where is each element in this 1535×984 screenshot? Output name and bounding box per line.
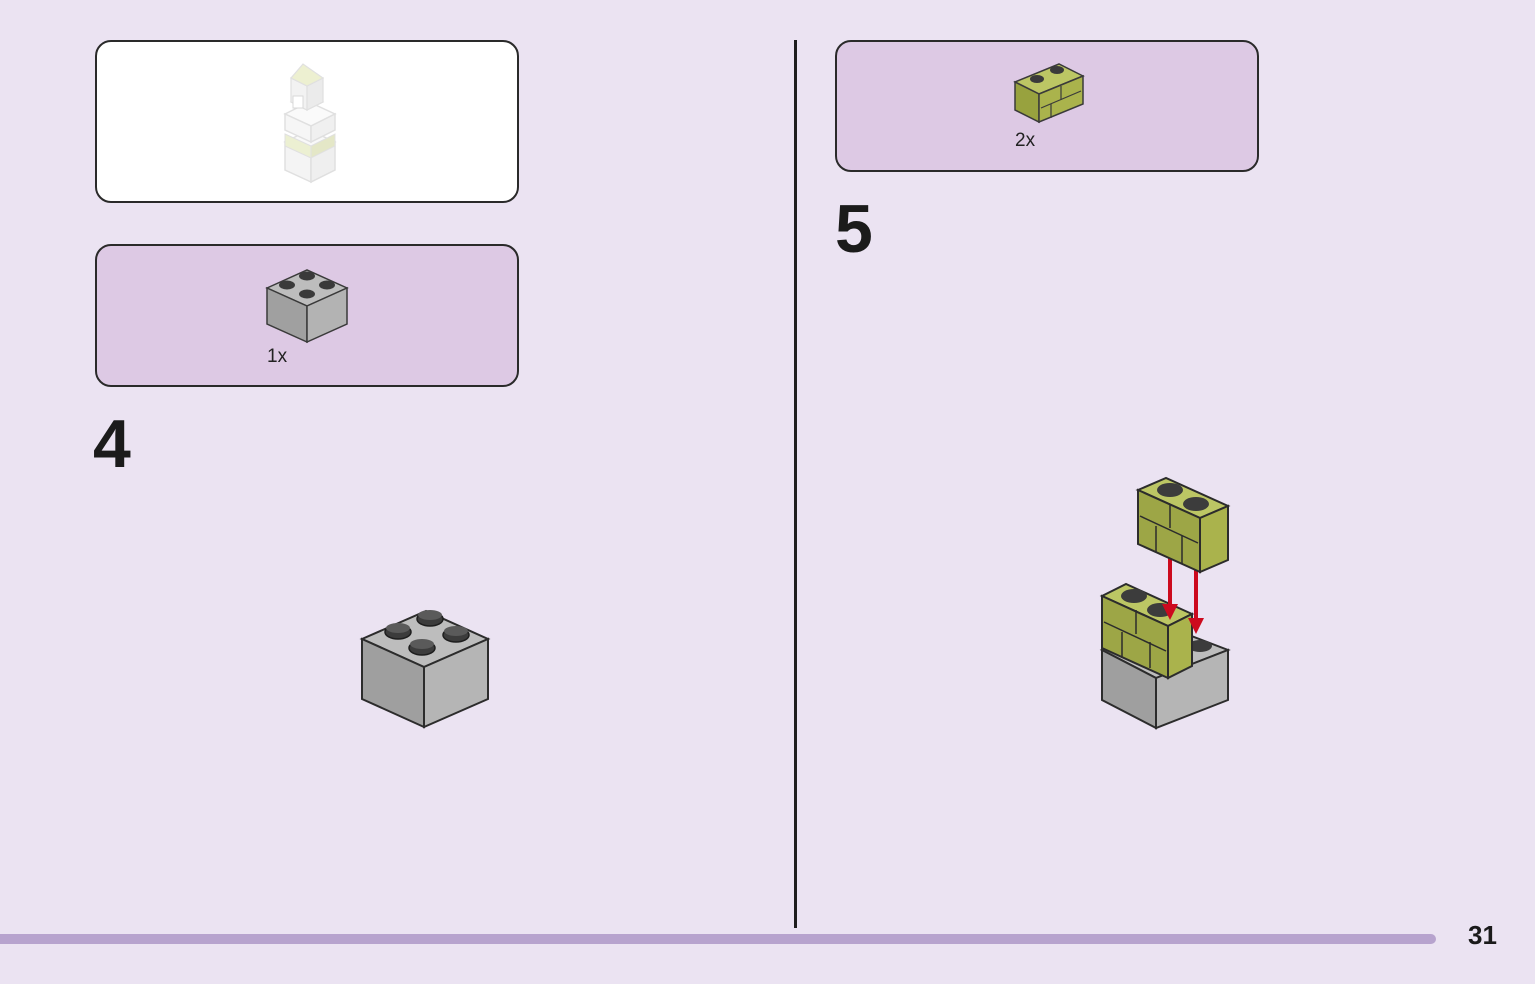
step-4-parts-callout: 1x	[95, 244, 519, 387]
part-quantity: 2x	[1015, 130, 1036, 151]
page-divider	[794, 40, 797, 928]
progress-bar	[0, 934, 1436, 944]
step-4-build-illustration	[359, 609, 491, 729]
faded-model-icon	[283, 63, 337, 184]
page-number: 31	[1468, 920, 1497, 950]
green-brick-1x2-masonry-icon	[1013, 63, 1085, 124]
part-quantity: 1x	[267, 346, 288, 367]
gray-brick-2x2-icon	[265, 269, 349, 344]
step-5-build-illustration	[1099, 476, 1231, 730]
step-number-4: 4	[93, 406, 131, 482]
step-5-parts-callout: 2x	[835, 40, 1259, 172]
step-number-5: 5	[835, 191, 873, 267]
completed-model-preview	[95, 40, 519, 203]
